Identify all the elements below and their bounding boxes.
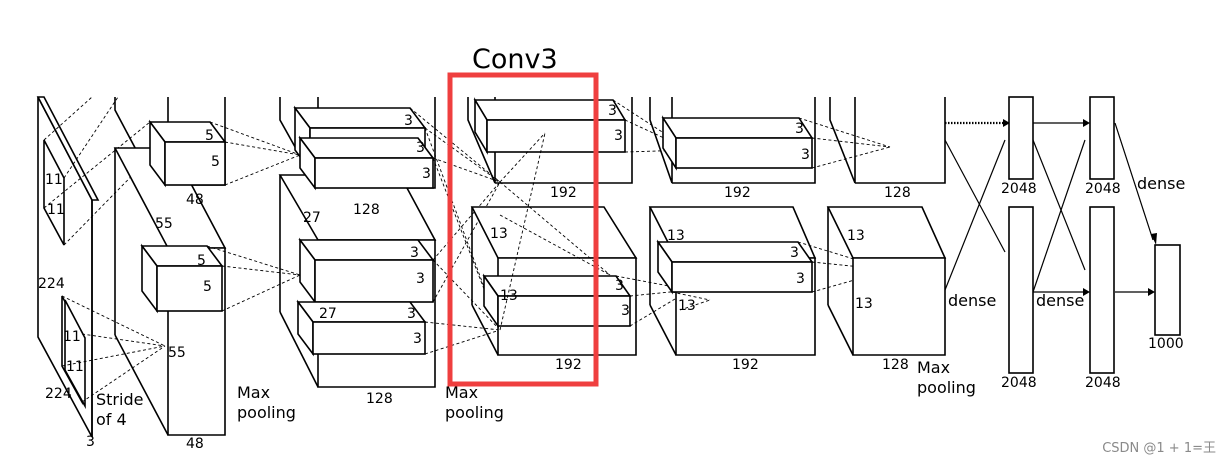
conv1-to-conv2-lines xyxy=(206,121,301,312)
conv4-size-label: 13 xyxy=(667,228,685,244)
conv3-kernels xyxy=(473,97,632,329)
highlight-title: Conv3 xyxy=(472,44,558,75)
input-kernel-label: 11 xyxy=(47,202,65,218)
conv4-depth-label: 192 xyxy=(724,185,751,201)
conv1-kernel-label: 5 xyxy=(203,279,212,295)
input-kernel-label: 11 xyxy=(66,359,84,375)
conv4-kernel-label: 3 xyxy=(801,147,810,163)
conv2-size-label: 27 xyxy=(303,210,321,226)
dense-label: dense xyxy=(1137,174,1185,193)
conv3-depth-label: 192 xyxy=(550,185,577,201)
conv1-kernel-label: 5 xyxy=(197,253,206,269)
fc-layers xyxy=(1008,96,1181,374)
conv5-bottom xyxy=(826,206,947,356)
conv3-size-label: 13 xyxy=(500,288,518,304)
conv1-kernel xyxy=(140,119,227,314)
conv5-depth-label: 128 xyxy=(882,357,909,373)
conv4-kernels xyxy=(656,115,814,295)
dense-label: dense xyxy=(948,291,996,310)
conv2-kernel-label: 3 xyxy=(407,306,416,322)
conv3-kernel-label: 3 xyxy=(615,278,624,294)
fc-size-label: 2048 xyxy=(1085,375,1121,391)
dense-label: dense xyxy=(1036,291,1084,310)
input-volume xyxy=(36,96,100,438)
output-size-label: 1000 xyxy=(1148,336,1184,352)
conv3-kernel-label: 3 xyxy=(608,103,617,119)
conv2-size-label: 27 xyxy=(319,306,337,322)
conv3-size-label: 13 xyxy=(490,226,508,242)
watermark: CSDN @1 + 1=王 xyxy=(1102,441,1216,456)
fc-size-label: 2048 xyxy=(1085,181,1121,197)
conv3-depth-label: 192 xyxy=(555,357,582,373)
input-kernel-label: 11 xyxy=(45,172,63,188)
conv4-kernel-label: 3 xyxy=(790,245,799,261)
conv2-kernel-label: 3 xyxy=(404,113,413,129)
conv1-depth-label: 48 xyxy=(186,192,204,208)
conv1-kernel-label: 5 xyxy=(205,128,214,144)
input-kernel-label: 11 xyxy=(63,329,81,345)
conv2-to-conv3-lines xyxy=(409,107,501,355)
conv1-depth-label: 48 xyxy=(186,436,204,452)
conv4-kernel-label: 3 xyxy=(796,271,805,287)
conv2-kernel-label: 3 xyxy=(422,166,431,182)
conv4-size-label: 13 xyxy=(678,298,696,314)
conv2-kernel-label: 3 xyxy=(416,140,425,156)
conv2-kernel-label: 3 xyxy=(416,271,425,287)
conv4-to-conv5-lines xyxy=(671,117,891,311)
conv3-highlight-box xyxy=(447,72,599,387)
conv3-kernel-label: 3 xyxy=(614,128,623,144)
conv2-depth-label: 128 xyxy=(366,391,393,407)
fc-size-label: 2048 xyxy=(1001,375,1037,391)
conv2-kernel-label: 3 xyxy=(413,331,422,347)
conv3-kernel-label: 3 xyxy=(621,303,630,319)
input-size-label: 224 xyxy=(38,276,65,292)
fc-size-label: 2048 xyxy=(1001,181,1037,197)
conv4-kernel-label: 3 xyxy=(795,121,804,137)
conv4-depth-label: 192 xyxy=(732,357,759,373)
conv5-top xyxy=(829,97,946,184)
input-depth-label: 3 xyxy=(86,434,95,450)
conv5-size-label: 13 xyxy=(855,296,873,312)
conv5-size-label: 13 xyxy=(847,228,865,244)
input-size-label: 224 xyxy=(45,386,72,402)
conv2-depth-label: 128 xyxy=(353,202,380,218)
conv2-kernels xyxy=(293,105,435,357)
conv1-size-label: 55 xyxy=(168,345,186,361)
conv1-kernel-label: 5 xyxy=(211,154,220,170)
conv2-kernel-label: 3 xyxy=(410,245,419,261)
conv5-depth-label: 128 xyxy=(884,185,911,201)
conv1-size-label: 55 xyxy=(155,216,173,232)
dense-connections xyxy=(944,119,1157,296)
